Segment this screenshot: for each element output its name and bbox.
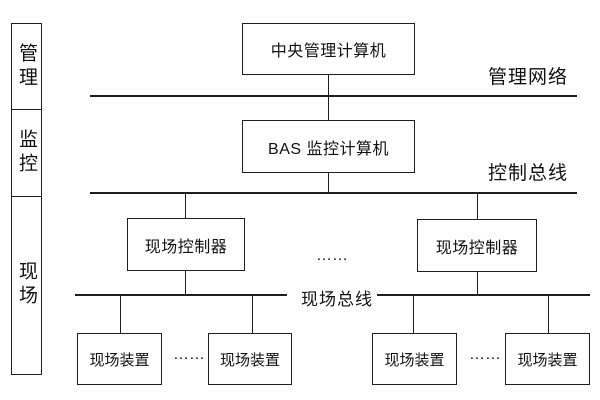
node-field-device-1: 现场装置	[77, 333, 162, 385]
connector-field-bus-to-device-4	[547, 295, 550, 333]
layer-box-management: 管理	[11, 23, 42, 110]
node-bas-supervisory-computer: BAS 监控计算机	[242, 120, 415, 173]
connector-field-bus-to-device-1	[119, 295, 122, 333]
node-field-controller-left: 现场控制器	[127, 218, 245, 271]
ellipsis-devices-left: ……	[173, 346, 205, 363]
bus-line-field-bus-right	[377, 294, 590, 296]
connector-field-bus-to-device-2	[251, 295, 254, 333]
ellipsis-controllers: ……	[316, 247, 348, 264]
node-field-device-2: 现场装置	[208, 333, 292, 385]
layer-label-supervision: 监控	[16, 128, 37, 177]
layer-box-field: 现场	[11, 195, 42, 375]
connector-control-bus-to-controller-left	[184, 193, 187, 219]
connector-bas-to-control-bus	[327, 172, 330, 193]
label-management-network: 管理网络	[488, 67, 569, 88]
node-field-device-3: 现场装置	[372, 333, 457, 385]
layer-label-management: 管理	[16, 42, 37, 91]
bus-line-field-bus-left	[75, 294, 287, 296]
node-field-controller-right: 现场控制器	[417, 219, 537, 272]
connector-central-to-bas	[327, 74, 330, 121]
node-field-device-4: 现场装置	[505, 333, 590, 385]
ellipsis-devices-right: ……	[469, 346, 501, 363]
layer-label-field: 现场	[16, 261, 37, 310]
connector-controller-left-to-field-bus	[184, 270, 187, 295]
bus-line-management-network	[90, 95, 577, 97]
layer-box-supervision: 监控	[11, 108, 42, 197]
bus-line-control-bus	[90, 192, 577, 194]
connector-controller-right-to-field-bus	[476, 271, 479, 295]
label-field-bus: 现场总线	[301, 290, 373, 309]
connector-field-bus-to-device-3	[412, 295, 415, 333]
connector-control-bus-to-controller-right	[476, 193, 479, 220]
label-control-bus: 控制总线	[488, 163, 569, 184]
node-central-management-computer: 中央管理计算机	[242, 23, 415, 75]
